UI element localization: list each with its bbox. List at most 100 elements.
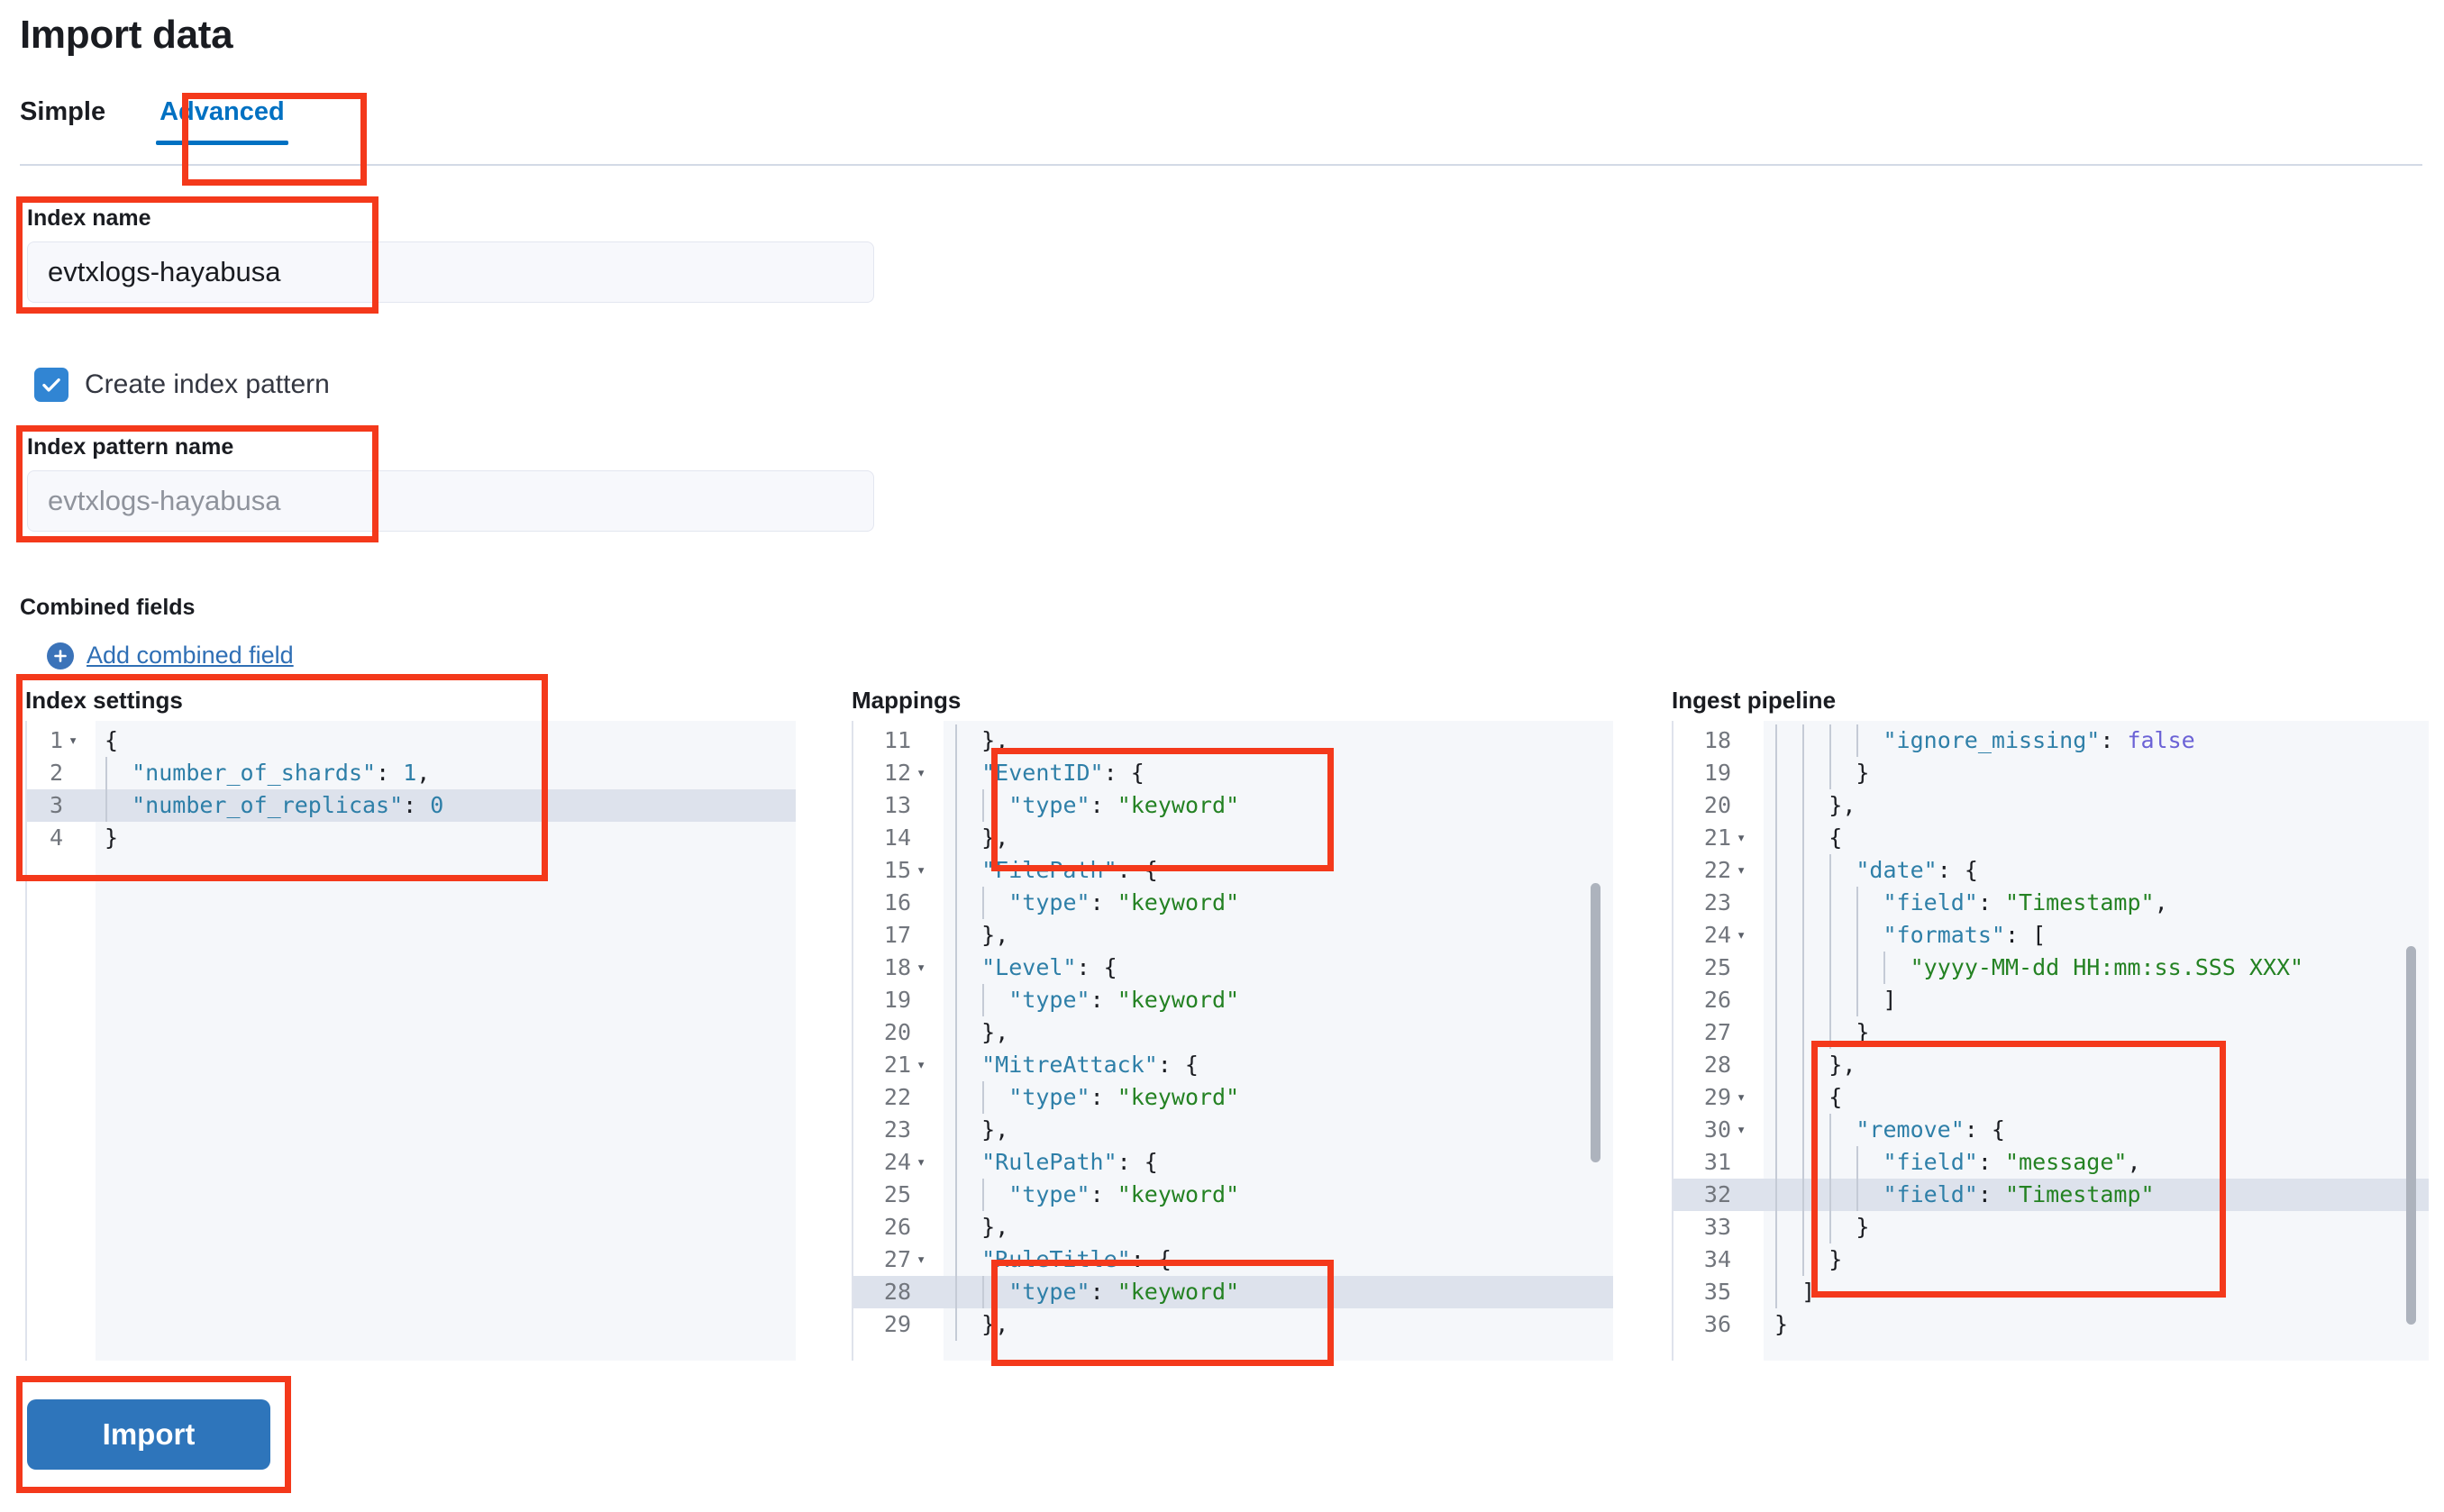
- fold-toggle-icon[interactable]: ▾: [916, 1153, 926, 1171]
- code-line[interactable]: "date": {: [1856, 857, 1978, 883]
- code-line[interactable]: {: [1828, 824, 1843, 851]
- code-line[interactable]: },: [981, 824, 1009, 851]
- indent-guide: [1775, 1211, 1777, 1243]
- code-line[interactable]: }: [1856, 1214, 1870, 1240]
- fold-toggle-icon[interactable]: ▾: [916, 764, 926, 782]
- code-line[interactable]: "type": "keyword": [1008, 889, 1240, 915]
- line-number: 30: [1703, 1116, 1731, 1143]
- indent-guide: [955, 1243, 957, 1276]
- line-number: 20: [1703, 792, 1731, 818]
- code-line[interactable]: },: [1828, 792, 1856, 818]
- line-number: 36: [1703, 1311, 1731, 1337]
- code-line[interactable]: "field": "Timestamp": [1883, 1181, 2155, 1207]
- code-line[interactable]: "remove": {: [1856, 1116, 2005, 1143]
- mappings-editor[interactable]: 11 },12▾ "EventID": {13 "type": "keyword…: [852, 721, 1613, 1361]
- code-line[interactable]: "FilePath": {: [981, 857, 1158, 883]
- fold-toggle-icon[interactable]: ▾: [1737, 861, 1746, 879]
- index-settings-title: Index settings: [25, 687, 183, 714]
- code-line[interactable]: ]: [1883, 987, 1897, 1013]
- code-line[interactable]: {: [1828, 1084, 1843, 1110]
- code-line[interactable]: "number_of_replicas": 0: [132, 792, 444, 818]
- code-line[interactable]: },: [981, 1116, 1009, 1143]
- index-pattern-name-input[interactable]: evtxlogs-hayabusa: [27, 470, 874, 532]
- code-line[interactable]: },: [981, 1019, 1009, 1045]
- indent-guide: [955, 822, 957, 854]
- index-name-input[interactable]: evtxlogs-hayabusa: [27, 241, 874, 303]
- fold-toggle-icon[interactable]: ▾: [916, 1056, 926, 1074]
- indent-guide: [1775, 887, 1777, 919]
- code-line[interactable]: }: [1828, 1246, 1843, 1272]
- fold-toggle-icon[interactable]: ▾: [1737, 926, 1746, 944]
- code-line[interactable]: "number_of_shards": 1,: [132, 760, 431, 786]
- indent-guide: [955, 789, 957, 822]
- code-line[interactable]: ]: [1801, 1279, 1816, 1305]
- line-number: 29: [1703, 1084, 1731, 1110]
- indent-guide: [105, 789, 107, 822]
- line-number: 29: [883, 1311, 911, 1337]
- indent-guide: [955, 1308, 957, 1341]
- code-line[interactable]: "formats": [: [1883, 922, 2047, 948]
- code-line[interactable]: "field": "message",: [1883, 1149, 2141, 1175]
- tab-advanced[interactable]: Advanced: [131, 90, 314, 145]
- code-line[interactable]: "type": "keyword": [1008, 987, 1240, 1013]
- editor-gutter: [27, 721, 96, 1361]
- code-line[interactable]: }: [105, 824, 119, 851]
- indent-guide: [955, 1114, 957, 1146]
- code-line[interactable]: "Level": {: [981, 954, 1117, 980]
- indent-guide: [1856, 984, 1859, 1016]
- fold-toggle-icon[interactable]: ▾: [1737, 1088, 1746, 1107]
- code-line[interactable]: }: [1856, 1019, 1870, 1045]
- tab-simple[interactable]: Simple: [20, 97, 106, 126]
- indent-guide: [1856, 887, 1859, 919]
- code-line[interactable]: "MitreAttack": {: [981, 1052, 1199, 1078]
- fold-toggle-icon[interactable]: ▾: [916, 861, 926, 879]
- line-number: 18: [883, 954, 911, 980]
- indent-guide: [1802, 887, 1805, 919]
- indent-guide: [1775, 789, 1777, 822]
- editor-scrollbar[interactable]: [2406, 946, 2416, 1325]
- line-number: 15: [883, 857, 911, 883]
- indent-guide: [1775, 1243, 1777, 1276]
- indent-guide: [982, 789, 985, 822]
- code-line[interactable]: "type": "keyword": [1008, 1181, 1240, 1207]
- import-button[interactable]: Import: [27, 1399, 270, 1470]
- create-index-pattern-checkbox[interactable]: Create index pattern: [34, 368, 330, 402]
- tab-bar: Simple Advanced: [20, 90, 314, 145]
- indent-guide: [982, 1179, 985, 1211]
- fold-toggle-icon[interactable]: ▾: [68, 732, 78, 750]
- code-line[interactable]: }: [1856, 760, 1870, 786]
- code-line[interactable]: },: [981, 1311, 1009, 1337]
- code-line[interactable]: "type": "keyword": [1008, 1279, 1240, 1305]
- code-line[interactable]: },: [981, 922, 1009, 948]
- code-line[interactable]: "RuleTitle": {: [981, 1246, 1172, 1272]
- code-line[interactable]: "ignore_missing": false: [1883, 727, 2195, 753]
- code-line[interactable]: },: [981, 727, 1009, 753]
- indent-guide: [955, 952, 957, 984]
- fold-toggle-icon[interactable]: ▾: [916, 959, 926, 977]
- fold-toggle-icon[interactable]: ▾: [916, 1251, 926, 1269]
- code-line[interactable]: }: [1774, 1311, 1789, 1337]
- code-line[interactable]: "field": "Timestamp",: [1883, 889, 2168, 915]
- indent-guide: [955, 887, 957, 919]
- code-line[interactable]: "EventID": {: [981, 760, 1144, 786]
- code-line[interactable]: "type": "keyword": [1008, 1084, 1240, 1110]
- fold-toggle-icon[interactable]: ▾: [1737, 829, 1746, 847]
- code-line[interactable]: },: [1828, 1052, 1856, 1078]
- combined-fields-title: Combined fields: [20, 595, 196, 620]
- editor-scrollbar[interactable]: [1591, 883, 1600, 1162]
- code-line[interactable]: {: [105, 727, 119, 753]
- add-combined-field-button[interactable]: Add combined field: [47, 642, 294, 669]
- code-line[interactable]: },: [981, 1214, 1009, 1240]
- checkmark-icon: [34, 368, 68, 402]
- indent-guide: [955, 757, 957, 789]
- line-number: 22: [1703, 857, 1731, 883]
- line-number: 33: [1703, 1214, 1731, 1240]
- code-line[interactable]: "yyyy-MM-dd HH:mm:ss.SSS XXX": [1910, 954, 2304, 980]
- fold-toggle-icon[interactable]: ▾: [1737, 1121, 1746, 1139]
- code-line[interactable]: "type": "keyword": [1008, 792, 1240, 818]
- code-line[interactable]: "RulePath": {: [981, 1149, 1158, 1175]
- index-settings-editor[interactable]: 1▾{2 "number_of_shards": 1,3 "number_of_…: [25, 721, 796, 1361]
- ingest-pipeline-title: Ingest pipeline: [1672, 687, 1837, 714]
- indent-guide: [1775, 1276, 1777, 1308]
